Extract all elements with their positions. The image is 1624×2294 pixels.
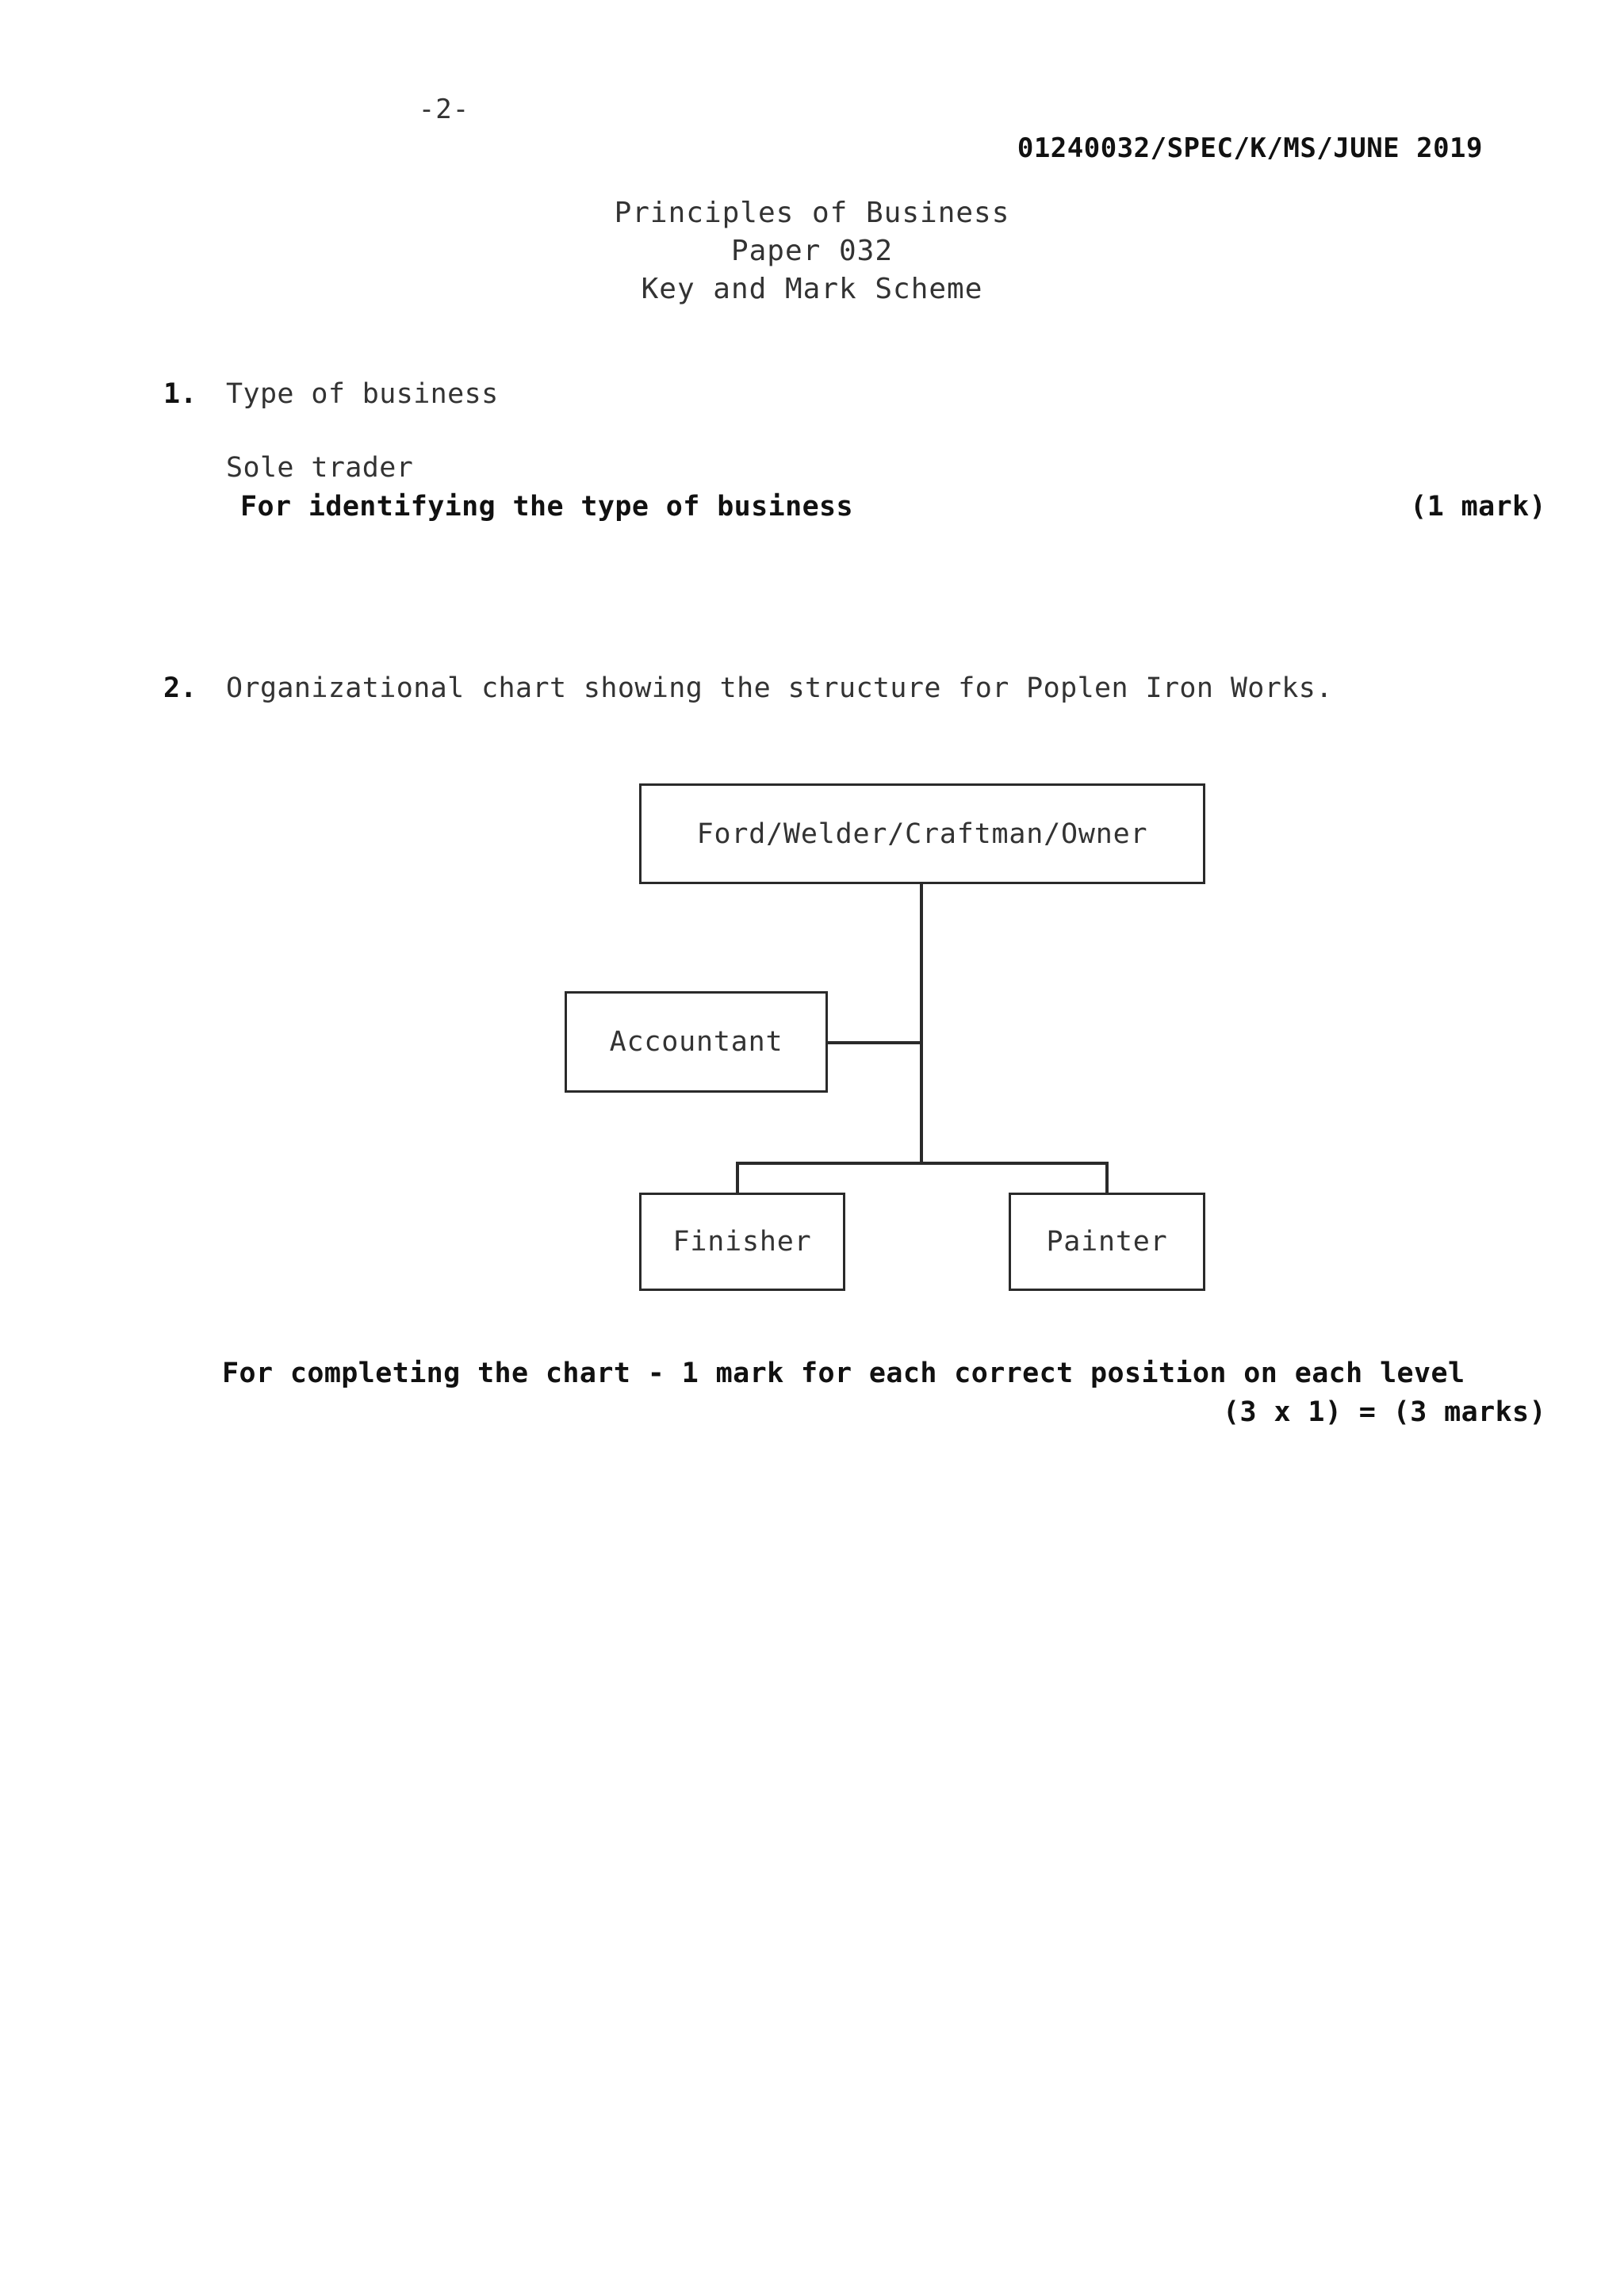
org-node-painter[interactable]: Painter (1009, 1193, 1205, 1291)
page-number: -2- (418, 94, 470, 125)
org-node-owner[interactable]: Ford/Welder/Craftman/Owner (639, 783, 1205, 884)
title-scheme: Key and Mark Scheme (641, 273, 983, 305)
question-2-number: 2. (163, 672, 197, 704)
org-node-accountant-label: Accountant (609, 1026, 783, 1058)
question-2-prompt: Organizational chart showing the structu… (226, 672, 1333, 704)
question-2-mark-note: For completing the chart - 1 mark for ea… (222, 1358, 1465, 1389)
question-1-prompt: Type of business (226, 378, 499, 410)
org-node-finisher[interactable]: Finisher (639, 1193, 845, 1291)
title-block: Principles of Business Paper 032 Key and… (0, 194, 1624, 308)
document-code: 01240032/SPEC/K/MS/JUNE 2019 (1017, 132, 1483, 164)
connector-drop-painter (1105, 1162, 1109, 1194)
connector-drop-finisher (736, 1162, 739, 1194)
question-1-marks: (1 mark) (1410, 491, 1546, 523)
title-paper: Paper 032 (730, 235, 894, 267)
question-1-answer: Sole trader (226, 452, 414, 484)
connector-sibling-bar (736, 1162, 1109, 1165)
connector-accountant-staff (826, 1041, 923, 1044)
org-node-finisher-label: Finisher (672, 1226, 812, 1258)
question-2-marks: (3 x 1) = (3 marks) (1223, 1396, 1546, 1428)
question-1-mark-note: For identifying the type of business (240, 491, 853, 523)
org-node-accountant[interactable]: Accountant (565, 991, 828, 1093)
org-node-owner-label: Ford/Welder/Craftman/Owner (696, 818, 1148, 850)
org-node-painter-label: Painter (1046, 1226, 1168, 1258)
question-1-number: 1. (163, 378, 197, 410)
connector-owner-trunk (920, 883, 923, 1164)
title-subject: Principles of Business (614, 197, 1010, 229)
